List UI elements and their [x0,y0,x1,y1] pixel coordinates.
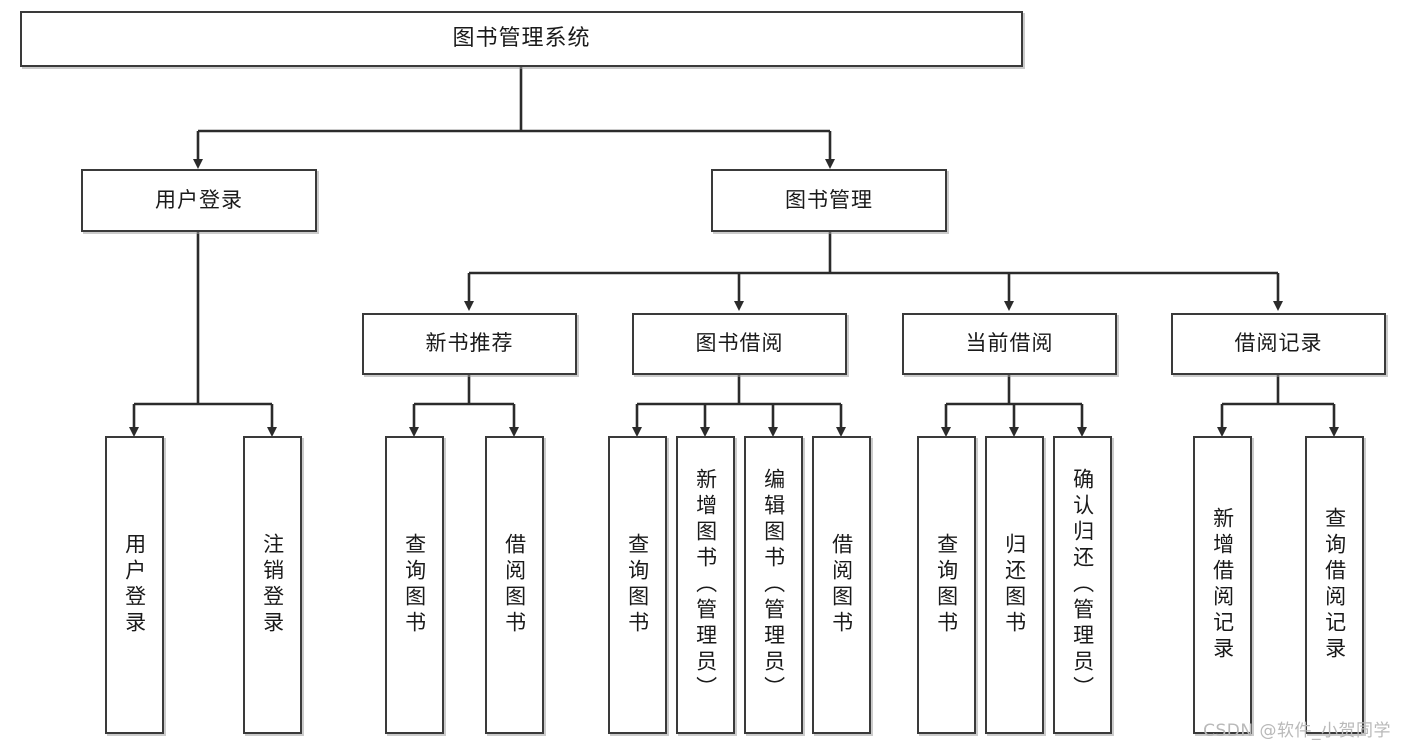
node-root-system[interactable]: 图书管理系统 [20,11,1023,67]
node-label: 编辑图书（管理员） [761,468,786,702]
leaf-edit-book-admin[interactable]: 编辑图书（管理员） [744,436,803,734]
leaf-return-book[interactable]: 归还图书 [985,436,1044,734]
node-label: 查询图书 [625,533,650,637]
csdn-watermark: CSDN @软件_小贺同学 [1203,721,1391,741]
node-label: 注销登录 [260,533,285,637]
leaf-borrow-book-newbook[interactable]: 借阅图书 [485,436,544,734]
node-label: 用户登录 [122,533,147,637]
node-label: 借阅图书 [502,533,527,637]
node-label: 图书管理 [785,187,873,212]
node-label: 新增图书（管理员） [693,468,718,702]
node-label: 借阅记录 [1234,331,1323,356]
node-label: 借阅图书 [829,533,854,637]
node-label: 查询图书 [402,533,427,637]
node-label: 归还图书 [1002,533,1027,637]
node-current-borrow[interactable]: 当前借阅 [902,313,1117,375]
node-label: 新书推荐 [425,331,514,356]
node-label: 查询借阅记录 [1322,507,1347,663]
leaf-confirm-return-admin[interactable]: 确认归还（管理员） [1053,436,1112,734]
leaf-query-book-borrow[interactable]: 查询图书 [608,436,667,734]
leaf-add-book-admin[interactable]: 新增图书（管理员） [676,436,735,734]
node-new-book-recommend[interactable]: 新书推荐 [362,313,577,375]
node-label: 图书管理系统 [452,25,591,51]
leaf-logout[interactable]: 注销登录 [243,436,302,734]
node-label: 图书借阅 [695,331,784,356]
node-label: 确认归还（管理员） [1070,468,1095,702]
node-borrow-records[interactable]: 借阅记录 [1171,313,1386,375]
node-label: 用户登录 [155,187,243,212]
node-label: 当前借阅 [965,331,1054,356]
leaf-query-book-current[interactable]: 查询图书 [917,436,976,734]
node-label: 查询图书 [934,533,959,637]
leaf-query-borrow-record[interactable]: 查询借阅记录 [1305,436,1364,734]
leaf-add-borrow-record[interactable]: 新增借阅记录 [1193,436,1252,734]
node-book-borrow[interactable]: 图书借阅 [632,313,847,375]
leaf-borrow-book[interactable]: 借阅图书 [812,436,871,734]
node-book-management[interactable]: 图书管理 [711,169,947,232]
node-label: 新增借阅记录 [1210,507,1235,663]
leaf-query-book-newbook[interactable]: 查询图书 [385,436,444,734]
node-user-login[interactable]: 用户登录 [81,169,317,232]
leaf-user-login[interactable]: 用户登录 [105,436,164,734]
